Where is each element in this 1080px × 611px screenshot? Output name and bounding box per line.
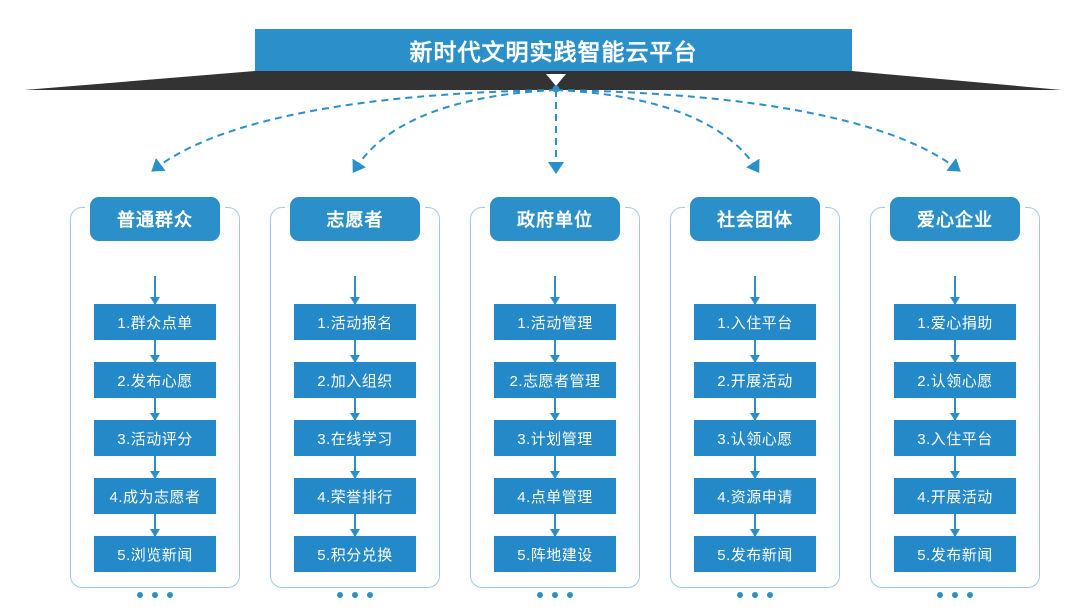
step-item[interactable]: 4.点单管理 bbox=[494, 478, 616, 514]
platform-banner: 新时代文明实践智能云平台 bbox=[255, 29, 852, 71]
role-column-zhiyuanzhe[interactable]: 志愿者 1.活动报名 2.加入组织 3.在线学习 4.荣誉排行 5.积分兑换 bbox=[270, 197, 440, 598]
arrow-down-icon bbox=[354, 398, 356, 420]
role-column-title[interactable]: 社会团体 bbox=[690, 197, 820, 241]
arrow-down-icon bbox=[554, 456, 556, 478]
step-item[interactable]: 5.浏览新闻 bbox=[94, 536, 216, 572]
arrow-down-icon bbox=[954, 340, 956, 362]
arrow-down-icon bbox=[754, 276, 756, 304]
arrow-down-icon bbox=[754, 398, 756, 420]
step-item[interactable]: 2.认领心愿 bbox=[894, 362, 1016, 398]
step-item[interactable]: 4.资源申请 bbox=[694, 478, 816, 514]
step-item[interactable]: 1.入住平台 bbox=[694, 304, 816, 340]
role-column-putongqunzhong[interactable]: 普通群众 1.群众点单 2.发布心愿 3.活动评分 4.成为志愿者 5.浏览新闻 bbox=[70, 197, 240, 598]
step-list: 1.群众点单 2.发布心愿 3.活动评分 4.成为志愿者 5.浏览新闻 bbox=[94, 276, 216, 602]
platform-title: 新时代文明实践智能云平台 bbox=[255, 29, 852, 71]
step-item[interactable]: 3.计划管理 bbox=[494, 420, 616, 456]
step-list: 1.爱心捐助 2.认领心愿 3.入住平台 4.开展活动 5.发布新闻 bbox=[894, 276, 1016, 602]
dot bbox=[352, 592, 358, 598]
step-item[interactable]: 3.在线学习 bbox=[294, 420, 416, 456]
more-indicator bbox=[337, 588, 373, 602]
more-indicator bbox=[737, 588, 773, 602]
arrow-down-icon bbox=[554, 514, 556, 536]
step-list: 1.入住平台 2.开展活动 3.认领心愿 4.资源申请 5.发布新闻 bbox=[694, 276, 816, 602]
arrow-down-icon bbox=[154, 514, 156, 536]
arrow-down-icon bbox=[354, 456, 356, 478]
step-item[interactable]: 5.发布新闻 bbox=[694, 536, 816, 572]
arrow-down-icon bbox=[954, 276, 956, 304]
dot bbox=[367, 592, 373, 598]
dot bbox=[952, 592, 958, 598]
step-item[interactable]: 4.开展活动 bbox=[894, 478, 1016, 514]
role-column-shehuituanti[interactable]: 社会团体 1.入住平台 2.开展活动 3.认领心愿 4.资源申请 5.发布新闻 bbox=[670, 197, 840, 598]
role-column-title[interactable]: 爱心企业 bbox=[890, 197, 1020, 241]
step-item[interactable]: 5.阵地建设 bbox=[494, 536, 616, 572]
arrow-down-icon bbox=[554, 276, 556, 304]
step-item[interactable]: 2.发布心愿 bbox=[94, 362, 216, 398]
arrow-down-icon bbox=[354, 340, 356, 362]
step-list: 1.活动管理 2.志愿者管理 3.计划管理 4.点单管理 5.阵地建设 bbox=[494, 276, 616, 602]
role-column-title[interactable]: 普通群众 bbox=[90, 197, 220, 241]
step-item[interactable]: 3.入住平台 bbox=[894, 420, 1016, 456]
more-indicator bbox=[537, 588, 573, 602]
arrow-down-icon bbox=[954, 456, 956, 478]
role-column-aixinqiye[interactable]: 爱心企业 1.爱心捐助 2.认领心愿 3.入住平台 4.开展活动 5.发布新闻 bbox=[870, 197, 1040, 598]
arrow-down-icon bbox=[954, 398, 956, 420]
step-item[interactable]: 1.活动管理 bbox=[494, 304, 616, 340]
step-item[interactable]: 2.开展活动 bbox=[694, 362, 816, 398]
dot bbox=[937, 592, 943, 598]
step-item[interactable]: 3.活动评分 bbox=[94, 420, 216, 456]
step-item[interactable]: 1.群众点单 bbox=[94, 304, 216, 340]
dot bbox=[152, 592, 158, 598]
role-column-zhengfudanwei[interactable]: 政府单位 1.活动管理 2.志愿者管理 3.计划管理 4.点单管理 5.阵地建设 bbox=[470, 197, 640, 598]
role-column-title[interactable]: 政府单位 bbox=[490, 197, 620, 241]
dot bbox=[552, 592, 558, 598]
arrow-down-icon bbox=[754, 340, 756, 362]
dot bbox=[737, 592, 743, 598]
more-indicator bbox=[137, 588, 173, 602]
step-item[interactable]: 1.爱心捐助 bbox=[894, 304, 1016, 340]
step-list: 1.活动报名 2.加入组织 3.在线学习 4.荣誉排行 5.积分兑换 bbox=[294, 276, 416, 602]
step-item[interactable]: 4.荣誉排行 bbox=[294, 478, 416, 514]
dot bbox=[567, 592, 573, 598]
arrow-down-icon bbox=[154, 456, 156, 478]
step-item[interactable]: 1.活动报名 bbox=[294, 304, 416, 340]
dot bbox=[337, 592, 343, 598]
dot bbox=[167, 592, 173, 598]
arrow-down-icon bbox=[754, 456, 756, 478]
arrow-down-icon bbox=[154, 398, 156, 420]
arrow-down-icon bbox=[954, 514, 956, 536]
dot bbox=[967, 592, 973, 598]
dot bbox=[752, 592, 758, 598]
more-indicator bbox=[937, 588, 973, 602]
arrow-down-icon bbox=[554, 340, 556, 362]
step-item[interactable]: 3.认领心愿 bbox=[694, 420, 816, 456]
banner-ribbon bbox=[0, 71, 1080, 90]
step-item[interactable]: 5.积分兑换 bbox=[294, 536, 416, 572]
chevron-down-icon bbox=[546, 74, 566, 86]
step-item[interactable]: 4.成为志愿者 bbox=[94, 478, 216, 514]
arrow-down-icon bbox=[154, 340, 156, 362]
role-column-title[interactable]: 志愿者 bbox=[290, 197, 420, 241]
arrow-down-icon bbox=[754, 514, 756, 536]
dot bbox=[537, 592, 543, 598]
arrow-down-icon bbox=[354, 276, 356, 304]
step-item[interactable]: 5.发布新闻 bbox=[894, 536, 1016, 572]
dot bbox=[767, 592, 773, 598]
step-item[interactable]: 2.志愿者管理 bbox=[494, 362, 616, 398]
arrow-down-icon bbox=[554, 398, 556, 420]
dot bbox=[137, 592, 143, 598]
arrow-down-icon bbox=[354, 514, 356, 536]
arrow-down-icon bbox=[154, 276, 156, 304]
step-item[interactable]: 2.加入组织 bbox=[294, 362, 416, 398]
